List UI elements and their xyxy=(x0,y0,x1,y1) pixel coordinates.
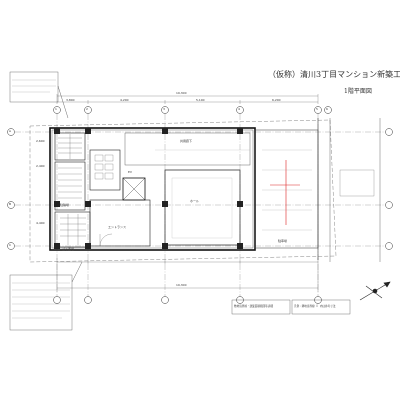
parking-area xyxy=(254,129,319,249)
note-box-1 xyxy=(231,299,291,315)
grid-col-6: 6 xyxy=(326,106,328,111)
dimension-lines-top xyxy=(56,94,319,104)
dim-top-1: 3,800 xyxy=(66,97,75,102)
room-bike-parking xyxy=(54,161,86,211)
dim-top-2: 4,200 xyxy=(120,97,129,102)
grid-col-2: 2 xyxy=(86,106,88,111)
road-note-box xyxy=(339,169,375,197)
dim-bottom-total: 19,300 xyxy=(176,283,187,287)
label-parking: 駐車場 xyxy=(278,239,288,243)
grid-row-c: C xyxy=(9,242,12,247)
north-arrow-icon xyxy=(359,281,391,301)
grid-row-a: A xyxy=(9,128,12,133)
dim-left-2: 4,400 xyxy=(36,221,45,225)
note-box-2 xyxy=(291,299,351,315)
label-entrance: エントランス xyxy=(108,225,126,229)
legend-box-bottom xyxy=(9,274,73,331)
label-corridor: 共用廊下 xyxy=(180,139,193,143)
label-hall: ホール xyxy=(190,199,200,203)
grid-col-4: 4 xyxy=(238,106,240,111)
room-hall xyxy=(164,169,241,246)
legend-box-top xyxy=(9,71,59,103)
dim-top-4: 6,200 xyxy=(272,97,281,102)
drawing-title: （仮称）清川3丁目マンション新築工事 xyxy=(268,70,400,79)
label-elevator: EV xyxy=(128,170,132,174)
grid-row-b: B xyxy=(9,201,12,206)
note-2: 凡例 : 隣地境界線（）内は参考寸法 xyxy=(294,305,336,308)
dim-left-1: 2,400 xyxy=(36,164,45,168)
label-garbage: ゴミ置場 xyxy=(62,247,75,251)
site-boundary xyxy=(29,119,337,263)
building-outline xyxy=(49,127,256,251)
grid-lines xyxy=(15,114,385,296)
dimension-lines-bottom xyxy=(56,258,319,292)
dim-top-total: 19,300 xyxy=(176,91,187,95)
room-entrance xyxy=(89,199,151,247)
label-bike-parking: 駐輪場 xyxy=(60,203,70,207)
corridor xyxy=(124,132,251,166)
grid-row-bubbles xyxy=(7,128,393,250)
sheet-name: 1階平面図 xyxy=(344,88,372,95)
dim-top-3: 5,100 xyxy=(196,97,205,102)
grid-col-5: 5 xyxy=(316,106,318,111)
room-stair xyxy=(54,132,86,161)
grid-col-1: 1 xyxy=(55,106,57,111)
grid-column-bubbles xyxy=(53,106,332,304)
grid-col-3: 3 xyxy=(163,106,165,111)
room-mailbox xyxy=(89,149,121,191)
room-garbage xyxy=(54,211,91,248)
note-1: 敷地境界線・建築面積範囲等詳細 xyxy=(234,305,273,308)
dim-left-3: 2,600 xyxy=(36,139,45,143)
structural-columns xyxy=(54,128,243,249)
